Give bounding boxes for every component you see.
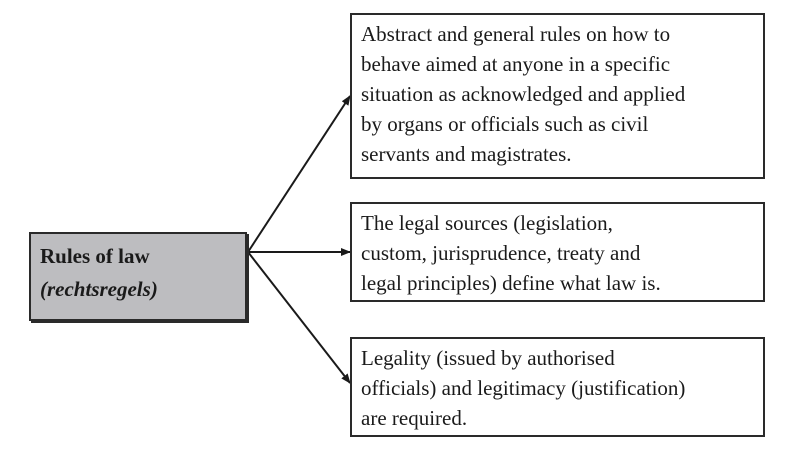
legality-line: Legality (issued by authorised bbox=[361, 346, 615, 370]
definition-box: Abstract and general rules on how to beh… bbox=[350, 13, 765, 179]
rules-of-law-title: Rules of law bbox=[40, 244, 150, 268]
rules-of-law-subtitle: (rechtsregels) bbox=[40, 277, 158, 301]
legal-sources-line: custom, jurisprudence, treaty and bbox=[361, 241, 641, 265]
rules-of-law-box: Rules of law (rechtsregels) bbox=[29, 232, 247, 321]
definition-line: servants and magistrates. bbox=[361, 142, 572, 166]
legal-sources-box: The legal sources (legislation, custom, … bbox=[350, 202, 765, 302]
arrow-to-definition bbox=[247, 95, 351, 253]
definition-line: Abstract and general rules on how to bbox=[361, 22, 671, 46]
legality-line: are required. bbox=[361, 406, 468, 430]
legality-line: officials) and legitimacy (justification… bbox=[361, 376, 686, 400]
arrow-to-legality bbox=[247, 251, 351, 384]
definition-line: behave aimed at anyone in a specific bbox=[361, 52, 671, 76]
legal-sources-line: The legal sources (legislation, bbox=[361, 211, 613, 235]
legal-sources-line: legal principles) define what law is. bbox=[361, 271, 661, 295]
legality-box: Legality (issued by authorised officials… bbox=[350, 337, 765, 437]
definition-line: by organs or officials such as civil bbox=[361, 112, 649, 136]
definition-line: situation as acknowledged and applied bbox=[361, 82, 686, 106]
